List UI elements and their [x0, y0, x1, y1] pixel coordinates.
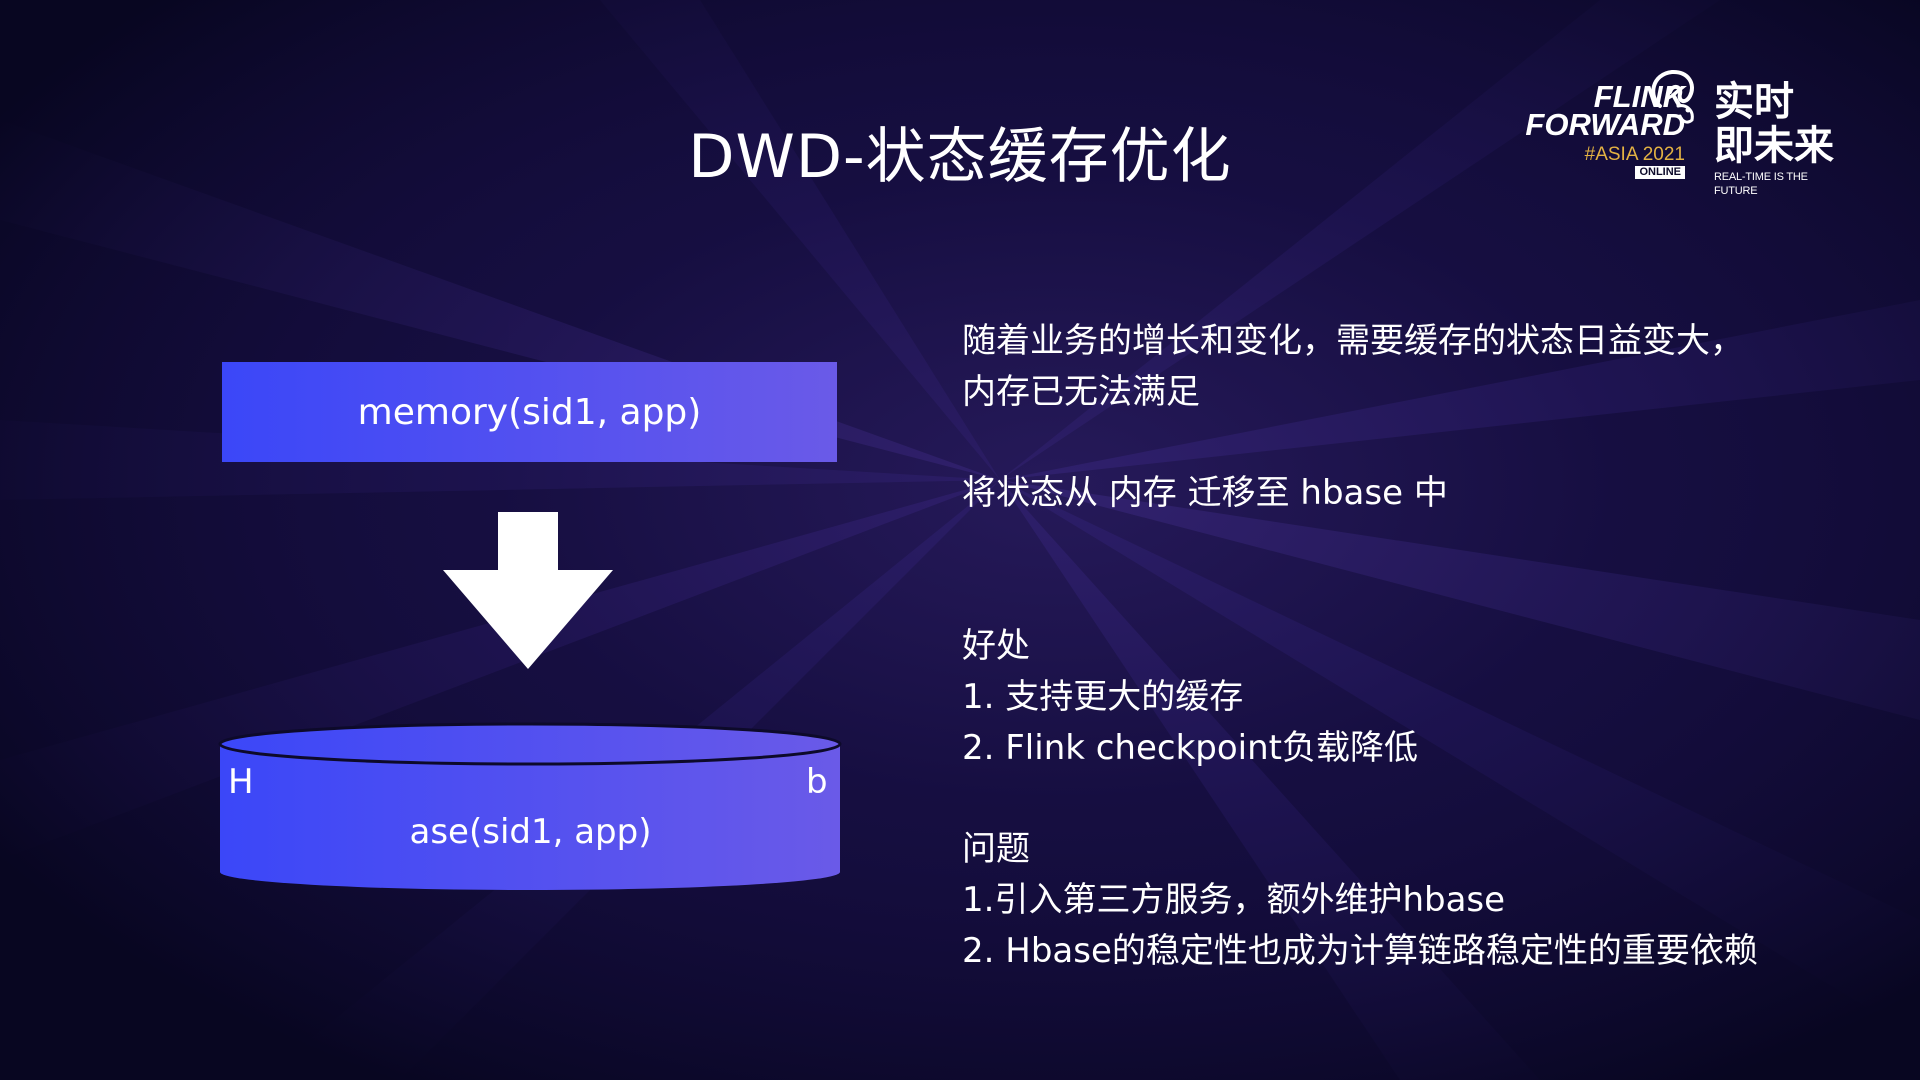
slogan-line-1: 实时: [1714, 79, 1794, 125]
migration-line: 将状态从 内存 迁移至 hbase 中: [962, 473, 1448, 513]
down-arrow-icon: [443, 512, 613, 669]
problem-item-2: 2. Hbase的稳定性也成为计算链路稳定性的重要依赖: [962, 931, 1758, 971]
benefit-item-1: 1. 支持更大的缓存: [962, 677, 1244, 717]
flink-forward-logo: FLINK FORWARD #ASIA 2021 ONLINE: [1515, 80, 1685, 190]
memory-box-label: memory(sid1, app): [357, 391, 702, 433]
db-left-letter: H: [228, 762, 254, 802]
squirrel-icon: [1651, 69, 1694, 124]
intro-line-2: 内存已无法满足: [962, 372, 1200, 412]
logo-online-badge: ONLINE: [1635, 166, 1685, 179]
intro-line-1: 随着业务的增长和变化，需要缓存的状态日益变大，: [962, 321, 1744, 361]
slogan-tagline: REAL-TIME IS THE FUTURE: [1714, 171, 1808, 197]
slogan-logo: 实时 即未来 REAL-TIME IS THE FUTURE: [1714, 80, 1834, 198]
content-text: 随着业务的增长和变化，需要缓存的状态日益变大， 内存已无法满足 将状态从 内存 …: [962, 316, 1862, 977]
db-right-letter: b: [806, 762, 828, 802]
memory-box: memory(sid1, app): [222, 362, 837, 462]
benefit-item-2: 2. Flink checkpoint负载降低: [962, 728, 1418, 768]
db-label: ase(sid1, app): [409, 812, 652, 852]
problem-item-1: 1.引入第三方服务，额外维护hbase: [962, 880, 1506, 920]
logo-flink-text: FLINK: [1593, 79, 1685, 114]
slide-title: DWD-状态缓存优化: [688, 122, 1232, 192]
slogan-line-2: 即未来: [1714, 123, 1834, 169]
logo-event-text: #ASIA 2021: [1584, 144, 1685, 165]
benefits-heading: 好处: [962, 626, 1030, 666]
problems-heading: 问题: [962, 829, 1030, 869]
database-cylinder: [218, 722, 842, 890]
logo-forward-text: FORWARD: [1525, 107, 1685, 142]
